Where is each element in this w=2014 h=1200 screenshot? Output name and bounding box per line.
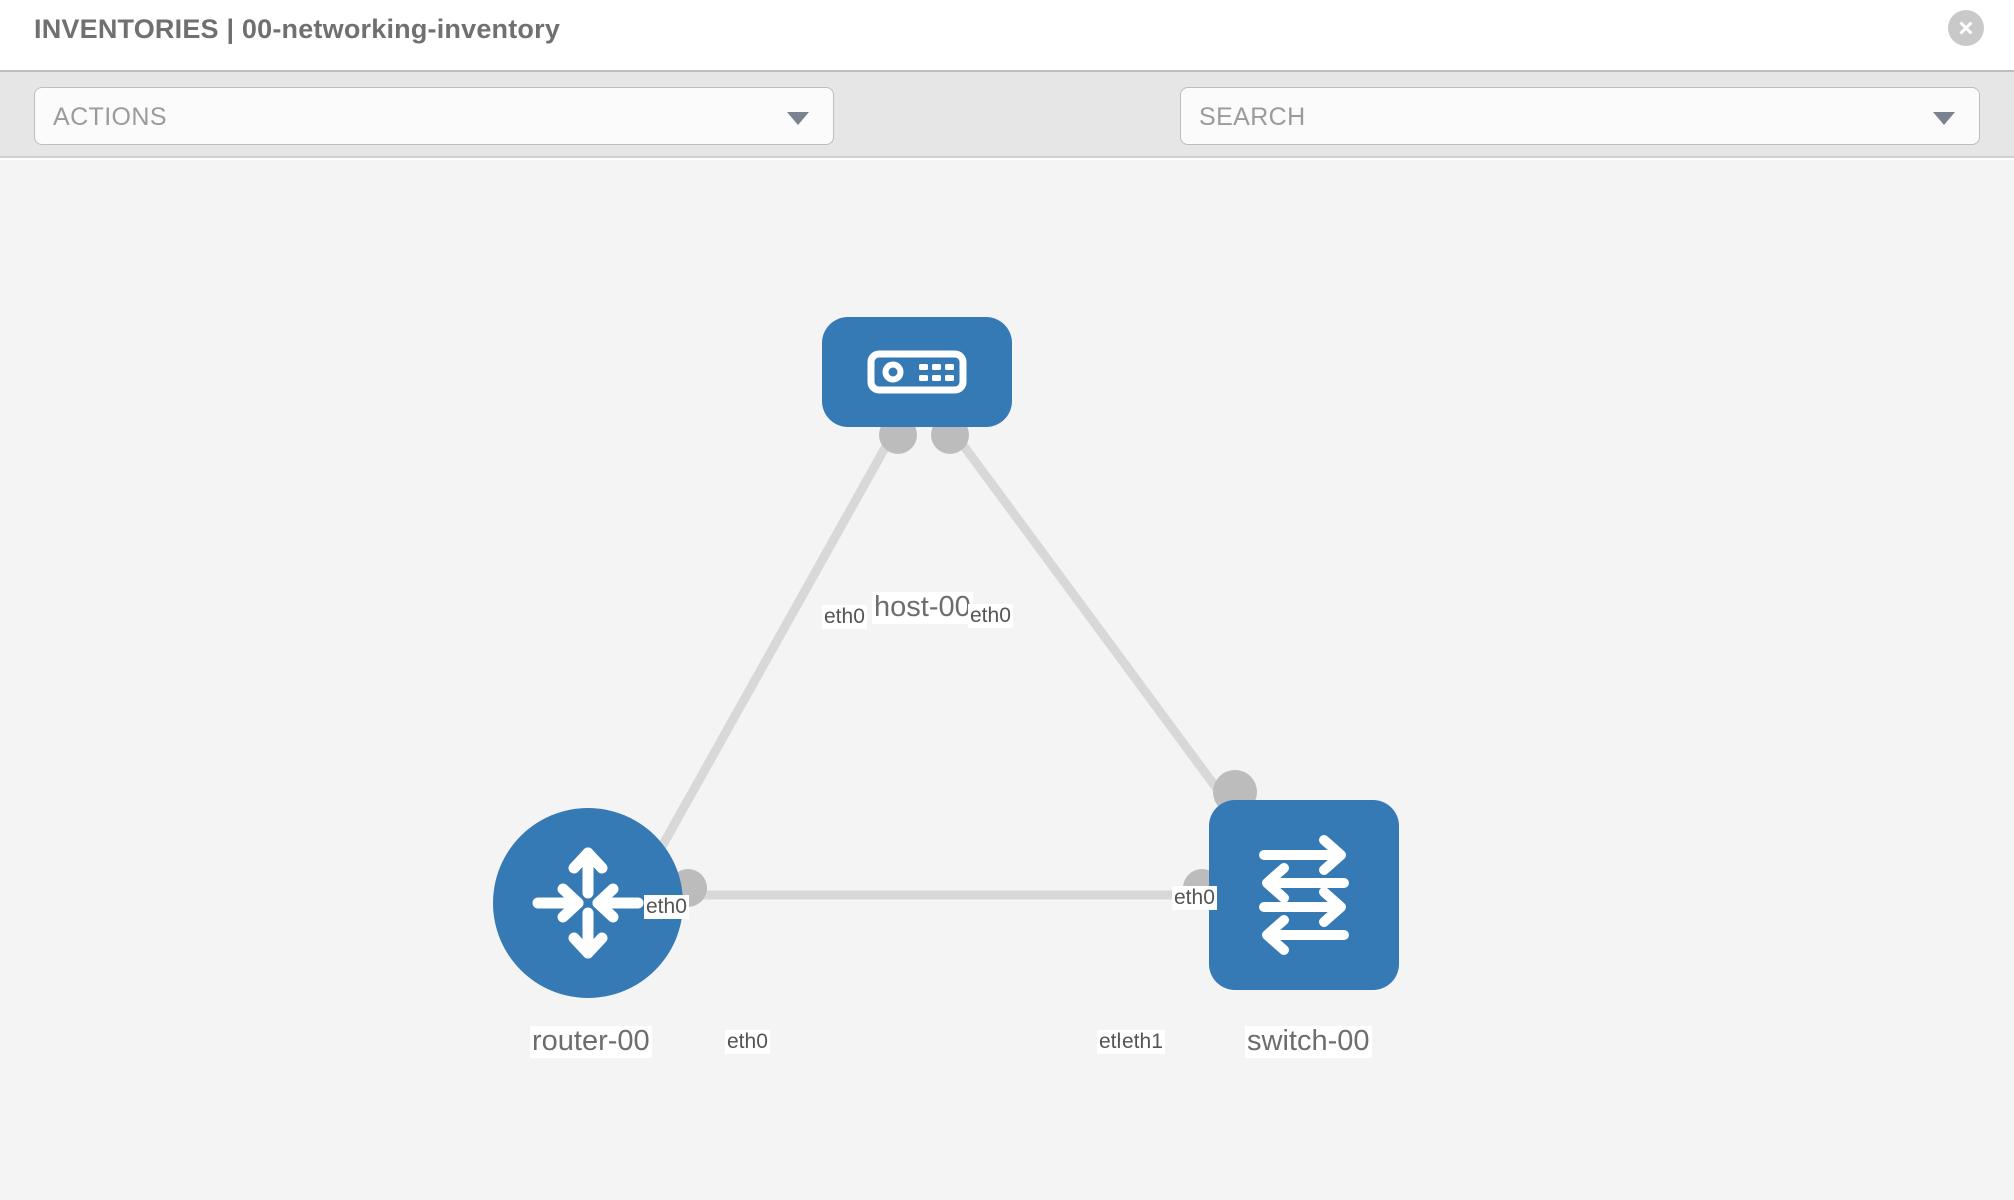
- topology-graph: [656, 416, 1257, 907]
- node-switch-00[interactable]: [1209, 800, 1399, 990]
- link-host-router: [656, 427, 899, 853]
- page-title: INVENTORIES | 00-networking-inventory: [34, 14, 561, 44]
- interface-label-router-right: eth0: [725, 1030, 770, 1055]
- node-host-00[interactable]: [822, 317, 1012, 427]
- interface-label-router-uplink: eth0: [644, 895, 689, 920]
- search-input[interactable]: SEARCH: [1180, 87, 1980, 145]
- node-label-router-00: router-00: [530, 1025, 652, 1058]
- interface-label-host-right: eth0: [968, 604, 1013, 629]
- link-lines: [656, 427, 1244, 900]
- chevron-down-icon[interactable]: [1933, 112, 1955, 125]
- switch-icon: [1259, 835, 1349, 955]
- interface-label-switch-left-b: eth1: [1120, 1030, 1165, 1055]
- actions-dropdown[interactable]: ACTIONS: [34, 87, 834, 145]
- interface-label-host-left: eth0: [822, 605, 867, 630]
- search-placeholder: SEARCH: [1199, 103, 1306, 131]
- link-connectors: [669, 416, 1257, 907]
- chevron-down-icon: [787, 112, 809, 125]
- toolbar: ACTIONS SEARCH: [0, 70, 2014, 203]
- server-icon: [867, 350, 967, 394]
- interface-label-switch-uplink: eth0: [1172, 886, 1217, 911]
- actions-dropdown-label: ACTIONS: [53, 103, 167, 131]
- router-icon: [532, 847, 644, 959]
- page-header: INVENTORIES | 00-networking-inventory: [0, 0, 2014, 70]
- node-label-host-00: host-00: [872, 591, 973, 624]
- node-label-switch-00: switch-00: [1245, 1025, 1372, 1058]
- topology-canvas[interactable]: host-00 router-00 switch-00 eth0 eth0 et…: [0, 160, 2014, 1200]
- node-router-00[interactable]: [493, 808, 683, 998]
- link-host-switch: [948, 427, 1244, 823]
- close-icon[interactable]: [1948, 10, 1984, 46]
